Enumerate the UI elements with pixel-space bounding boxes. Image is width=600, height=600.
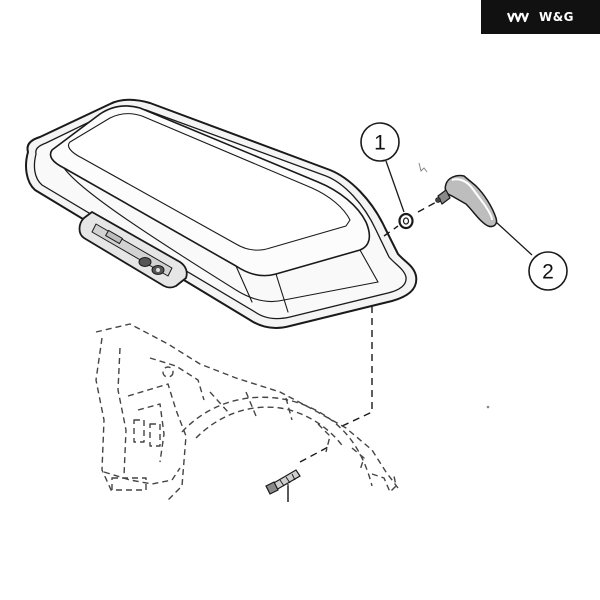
body-hole [162, 366, 174, 378]
callout-2: 2 [528, 251, 568, 291]
lid-assembly [25, 98, 418, 329]
lid-skirt [63, 167, 379, 303]
lid-latch [78, 211, 188, 289]
body-cutout-3 [111, 477, 147, 491]
wg-chevrons-icon [506, 12, 529, 23]
brand-name: W&G [538, 10, 575, 24]
lid-side-edge [235, 249, 379, 313]
callout-2-label: 2 [542, 261, 554, 284]
callout-leaders [287, 160, 533, 502]
lid-to-body-leader [337, 306, 373, 429]
vehicle-body-phantom [95, 323, 399, 501]
body-cutout-2 [149, 423, 161, 447]
body-pillar-2 [117, 347, 127, 477]
lid-crown [67, 113, 351, 251]
screw-leader [299, 445, 331, 463]
part-2-trim-cap [435, 174, 498, 228]
brand-badge: W&G [481, 0, 600, 34]
callout-2-leader [495, 221, 533, 256]
body-cutout-1 [133, 419, 145, 443]
assembly-leaders [299, 199, 441, 463]
callout-1-leader [385, 160, 405, 213]
fastener-screw [265, 469, 301, 502]
stray-marks [418, 162, 490, 409]
body-panel-b [137, 403, 165, 463]
body-lower-edge [103, 467, 181, 485]
body-pillar [95, 337, 113, 493]
body-rib [209, 391, 293, 421]
body-outer-arch [95, 323, 399, 489]
body-inner-arch [181, 396, 373, 487]
body-panel-a [127, 383, 187, 501]
body-flange [317, 423, 397, 493]
callout-1: 1 [360, 122, 400, 162]
washer-leader [383, 225, 399, 237]
cap-leader [417, 199, 441, 213]
body-panel-c [149, 357, 205, 401]
part-1-washer [398, 212, 414, 230]
body-arch-inner-2 [195, 406, 345, 449]
callout-1-label: 1 [374, 132, 386, 155]
